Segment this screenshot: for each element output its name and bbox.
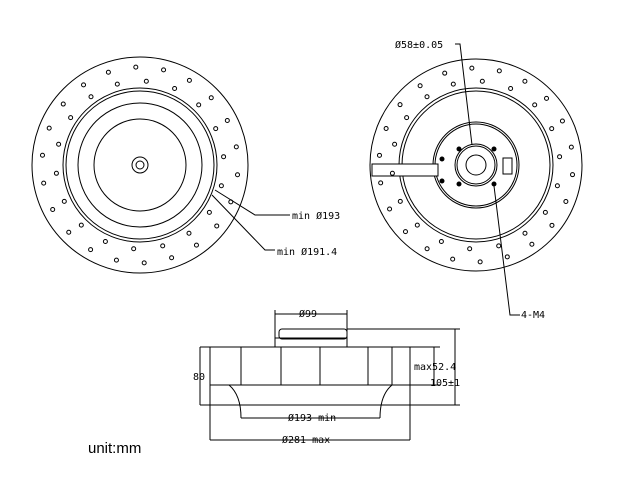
mounting-hole <box>141 260 147 266</box>
mounting-hole <box>522 230 528 236</box>
mounting-hole <box>554 183 560 189</box>
mounting-hole <box>549 126 555 132</box>
mounting-hole <box>88 94 94 100</box>
mounting-hole <box>508 85 514 91</box>
mounting-hole <box>81 82 87 88</box>
mounting-hole <box>522 78 528 84</box>
front-view: min Ø193 min Ø191.4 <box>31 56 340 274</box>
mounting-hole <box>196 102 202 108</box>
mounting-hole <box>404 115 410 121</box>
mounting-hole <box>235 172 241 178</box>
mounting-hole <box>392 141 398 147</box>
mounting-hole <box>469 65 475 71</box>
label-min-193: min Ø193 <box>292 210 340 222</box>
mounting-hole <box>389 170 395 176</box>
label-height-80: 80 <box>193 372 205 383</box>
mounting-hole <box>544 95 550 101</box>
mounting-hole <box>169 255 175 261</box>
mounting-hole <box>559 118 565 124</box>
mounting-hole <box>424 94 430 100</box>
side-view: Ø99 80 max52.4 105±1 Ø193 min Ø281 max <box>193 308 460 446</box>
mounting-hole <box>542 209 548 215</box>
mounting-hole <box>224 118 230 124</box>
mounting-hole <box>78 222 84 228</box>
mounting-hole <box>563 198 569 204</box>
mounting-hole <box>438 239 444 245</box>
mounting-hole <box>39 152 45 158</box>
mounting-hole <box>160 243 166 249</box>
mounting-hole <box>477 259 483 265</box>
mounting-hole <box>233 144 239 150</box>
mounting-hole <box>383 126 389 132</box>
mounting-hole <box>143 78 149 84</box>
mounting-hole <box>424 246 430 252</box>
mounting-hole <box>214 223 220 229</box>
mounting-hole <box>376 152 382 158</box>
mounting-hole <box>102 239 108 245</box>
label-281-max: Ø281 max <box>282 434 330 446</box>
mounting-hole <box>496 243 502 249</box>
mounting-hole <box>467 246 473 252</box>
mounting-hole <box>88 247 94 253</box>
label-193-min: Ø193 min <box>288 412 336 424</box>
mounting-hole <box>161 67 167 73</box>
mounting-hole <box>387 206 393 212</box>
mounting-hole <box>504 254 510 260</box>
mounting-hole <box>133 64 139 70</box>
mounting-hole <box>496 68 502 74</box>
mounting-hole <box>402 229 408 235</box>
mounting-hole <box>397 102 403 108</box>
mounting-hole <box>532 102 538 108</box>
mounting-hole <box>56 141 62 147</box>
mounting-hole <box>41 180 47 186</box>
mounting-hole <box>105 69 111 75</box>
mounting-hole <box>46 125 52 131</box>
mounting-hole <box>193 242 199 248</box>
mounting-hole <box>414 222 420 228</box>
mounting-hole <box>442 70 448 76</box>
mounting-hole <box>113 257 119 263</box>
mounting-hole <box>208 95 214 101</box>
mounting-hole <box>114 81 120 87</box>
label-bore-58: Ø58±0.05 <box>395 39 443 51</box>
mounting-hole <box>557 154 563 160</box>
mounting-hole <box>60 101 66 107</box>
mounting-hole <box>450 256 456 262</box>
mounting-hole <box>68 115 74 121</box>
label-max-52-4: max52.4 <box>414 362 456 373</box>
mounting-hole <box>61 198 67 204</box>
mounting-hole <box>206 209 212 215</box>
mounting-hole <box>50 206 56 212</box>
mounting-hole <box>570 172 576 178</box>
mounting-hole <box>549 222 555 228</box>
mounting-hole <box>66 229 72 235</box>
label-105: 105±1 <box>430 378 460 389</box>
mounting-hole <box>172 85 178 91</box>
mounting-hole <box>417 83 423 89</box>
mounting-hole <box>186 230 192 236</box>
label-hub-99: Ø99 <box>299 308 317 320</box>
label-4-m4: 4-M4 <box>521 310 545 321</box>
unit-label: unit:mm <box>88 440 142 457</box>
mounting-hole <box>221 154 227 160</box>
mounting-hole <box>397 198 403 204</box>
mounting-hole <box>378 180 384 186</box>
mounting-hole <box>479 78 485 84</box>
mounting-hole <box>529 241 535 247</box>
mounting-hole <box>568 144 574 150</box>
rear-mounting-holes <box>376 65 576 265</box>
mounting-hole <box>218 183 224 189</box>
label-min-191-4: min Ø191.4 <box>277 246 337 258</box>
mounting-hole <box>53 170 59 176</box>
mounting-hole <box>450 81 456 87</box>
mounting-hole <box>186 77 192 83</box>
mounting-hole <box>213 126 219 132</box>
rear-view: Ø58±0.05 4-M4 <box>369 39 583 321</box>
mounting-hole <box>131 246 137 252</box>
front-mounting-holes <box>39 64 241 266</box>
